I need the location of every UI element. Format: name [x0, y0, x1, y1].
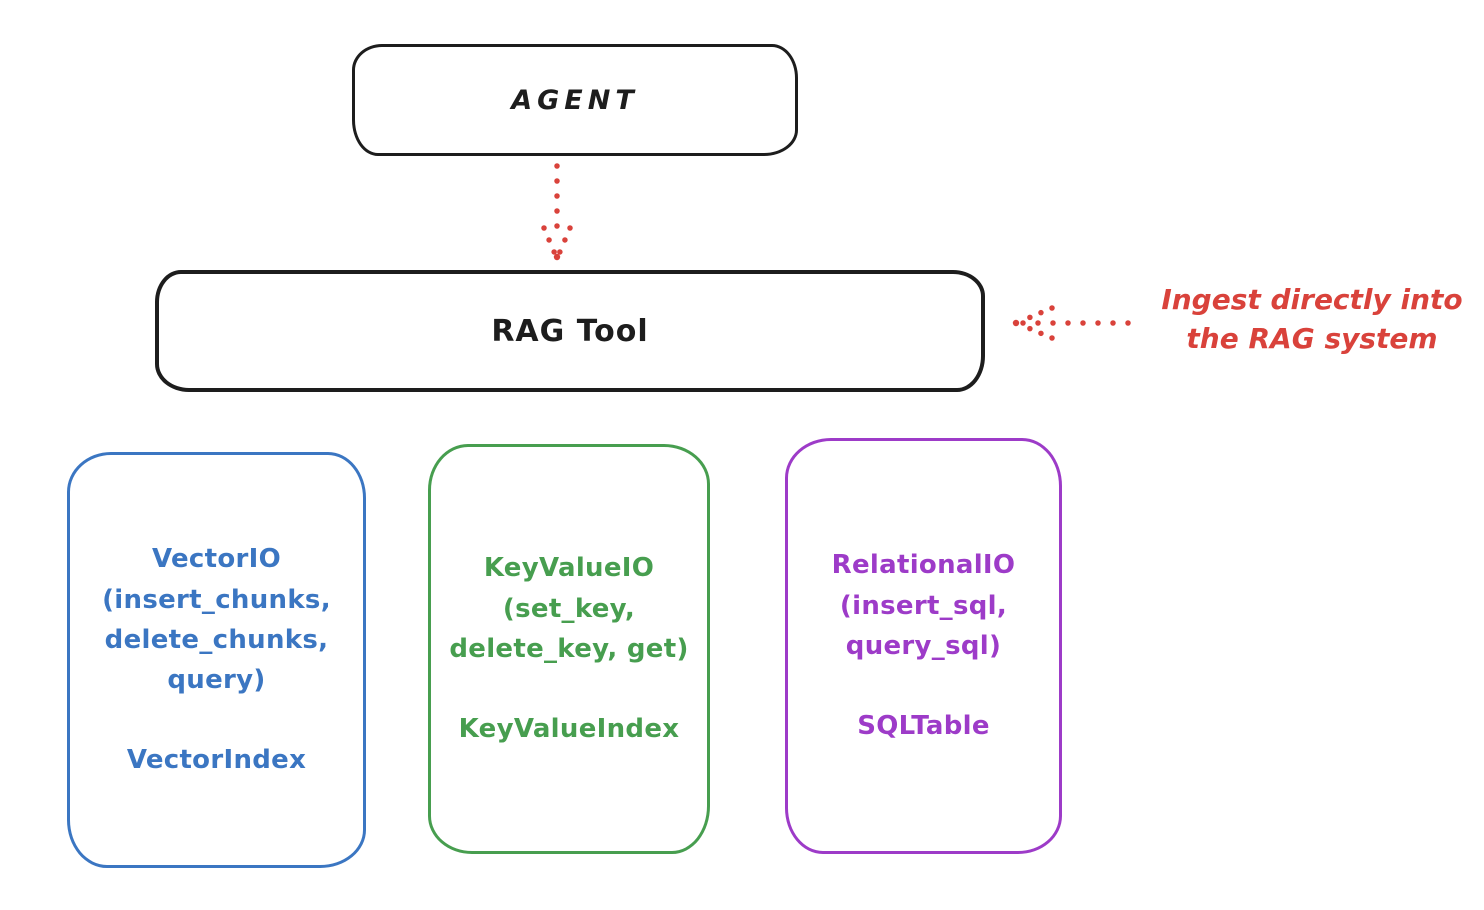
key-value-io-text: KeyValueIO (set_key, delete_key, get) — [445, 548, 693, 669]
dotted-arrow-left-icon — [1012, 305, 1131, 341]
key-value-io-methods: (set_key, delete_key, get) — [449, 593, 689, 664]
relational-io-text: RelationalIO (insert_sql, query_sql) — [804, 545, 1043, 666]
relational-io-methods: (insert_sql, query_sql) — [839, 590, 1008, 661]
vector-io-title: VectorIO — [151, 544, 282, 575]
agent-box: AGENT — [352, 44, 798, 156]
vector-io-text: VectorIO (insert_chunks, delete_chunks, … — [88, 539, 345, 700]
key-value-index-label: KeyValueIndex — [458, 714, 680, 745]
dotted-arrow-down-icon — [541, 163, 573, 261]
relational-io-box: RelationalIO (insert_sql, query_sql) SQL… — [785, 438, 1062, 854]
key-value-io-title: KeyValueIO — [483, 553, 655, 584]
vector-io-methods: (insert_chunks, delete_chunks, query) — [102, 584, 331, 696]
ingest-annotation: Ingest directly into the RAG system — [1136, 281, 1484, 358]
agent-label: AGENT — [511, 84, 639, 116]
ingest-annotation-line2: the RAG system — [1186, 321, 1438, 355]
relational-io-title: RelationalIO — [831, 550, 1016, 581]
vector-io-box: VectorIO (insert_chunks, delete_chunks, … — [67, 452, 366, 868]
key-value-io-box: KeyValueIO (set_key, delete_key, get) Ke… — [428, 444, 710, 854]
rag-tool-box: RAG Tool — [155, 270, 985, 392]
sql-table-label: SQLTable — [857, 711, 990, 742]
rag-tool-label: RAG Tool — [491, 313, 649, 349]
ingest-annotation-line1: Ingest directly into — [1161, 283, 1463, 316]
vector-index-label: VectorIndex — [126, 745, 307, 776]
